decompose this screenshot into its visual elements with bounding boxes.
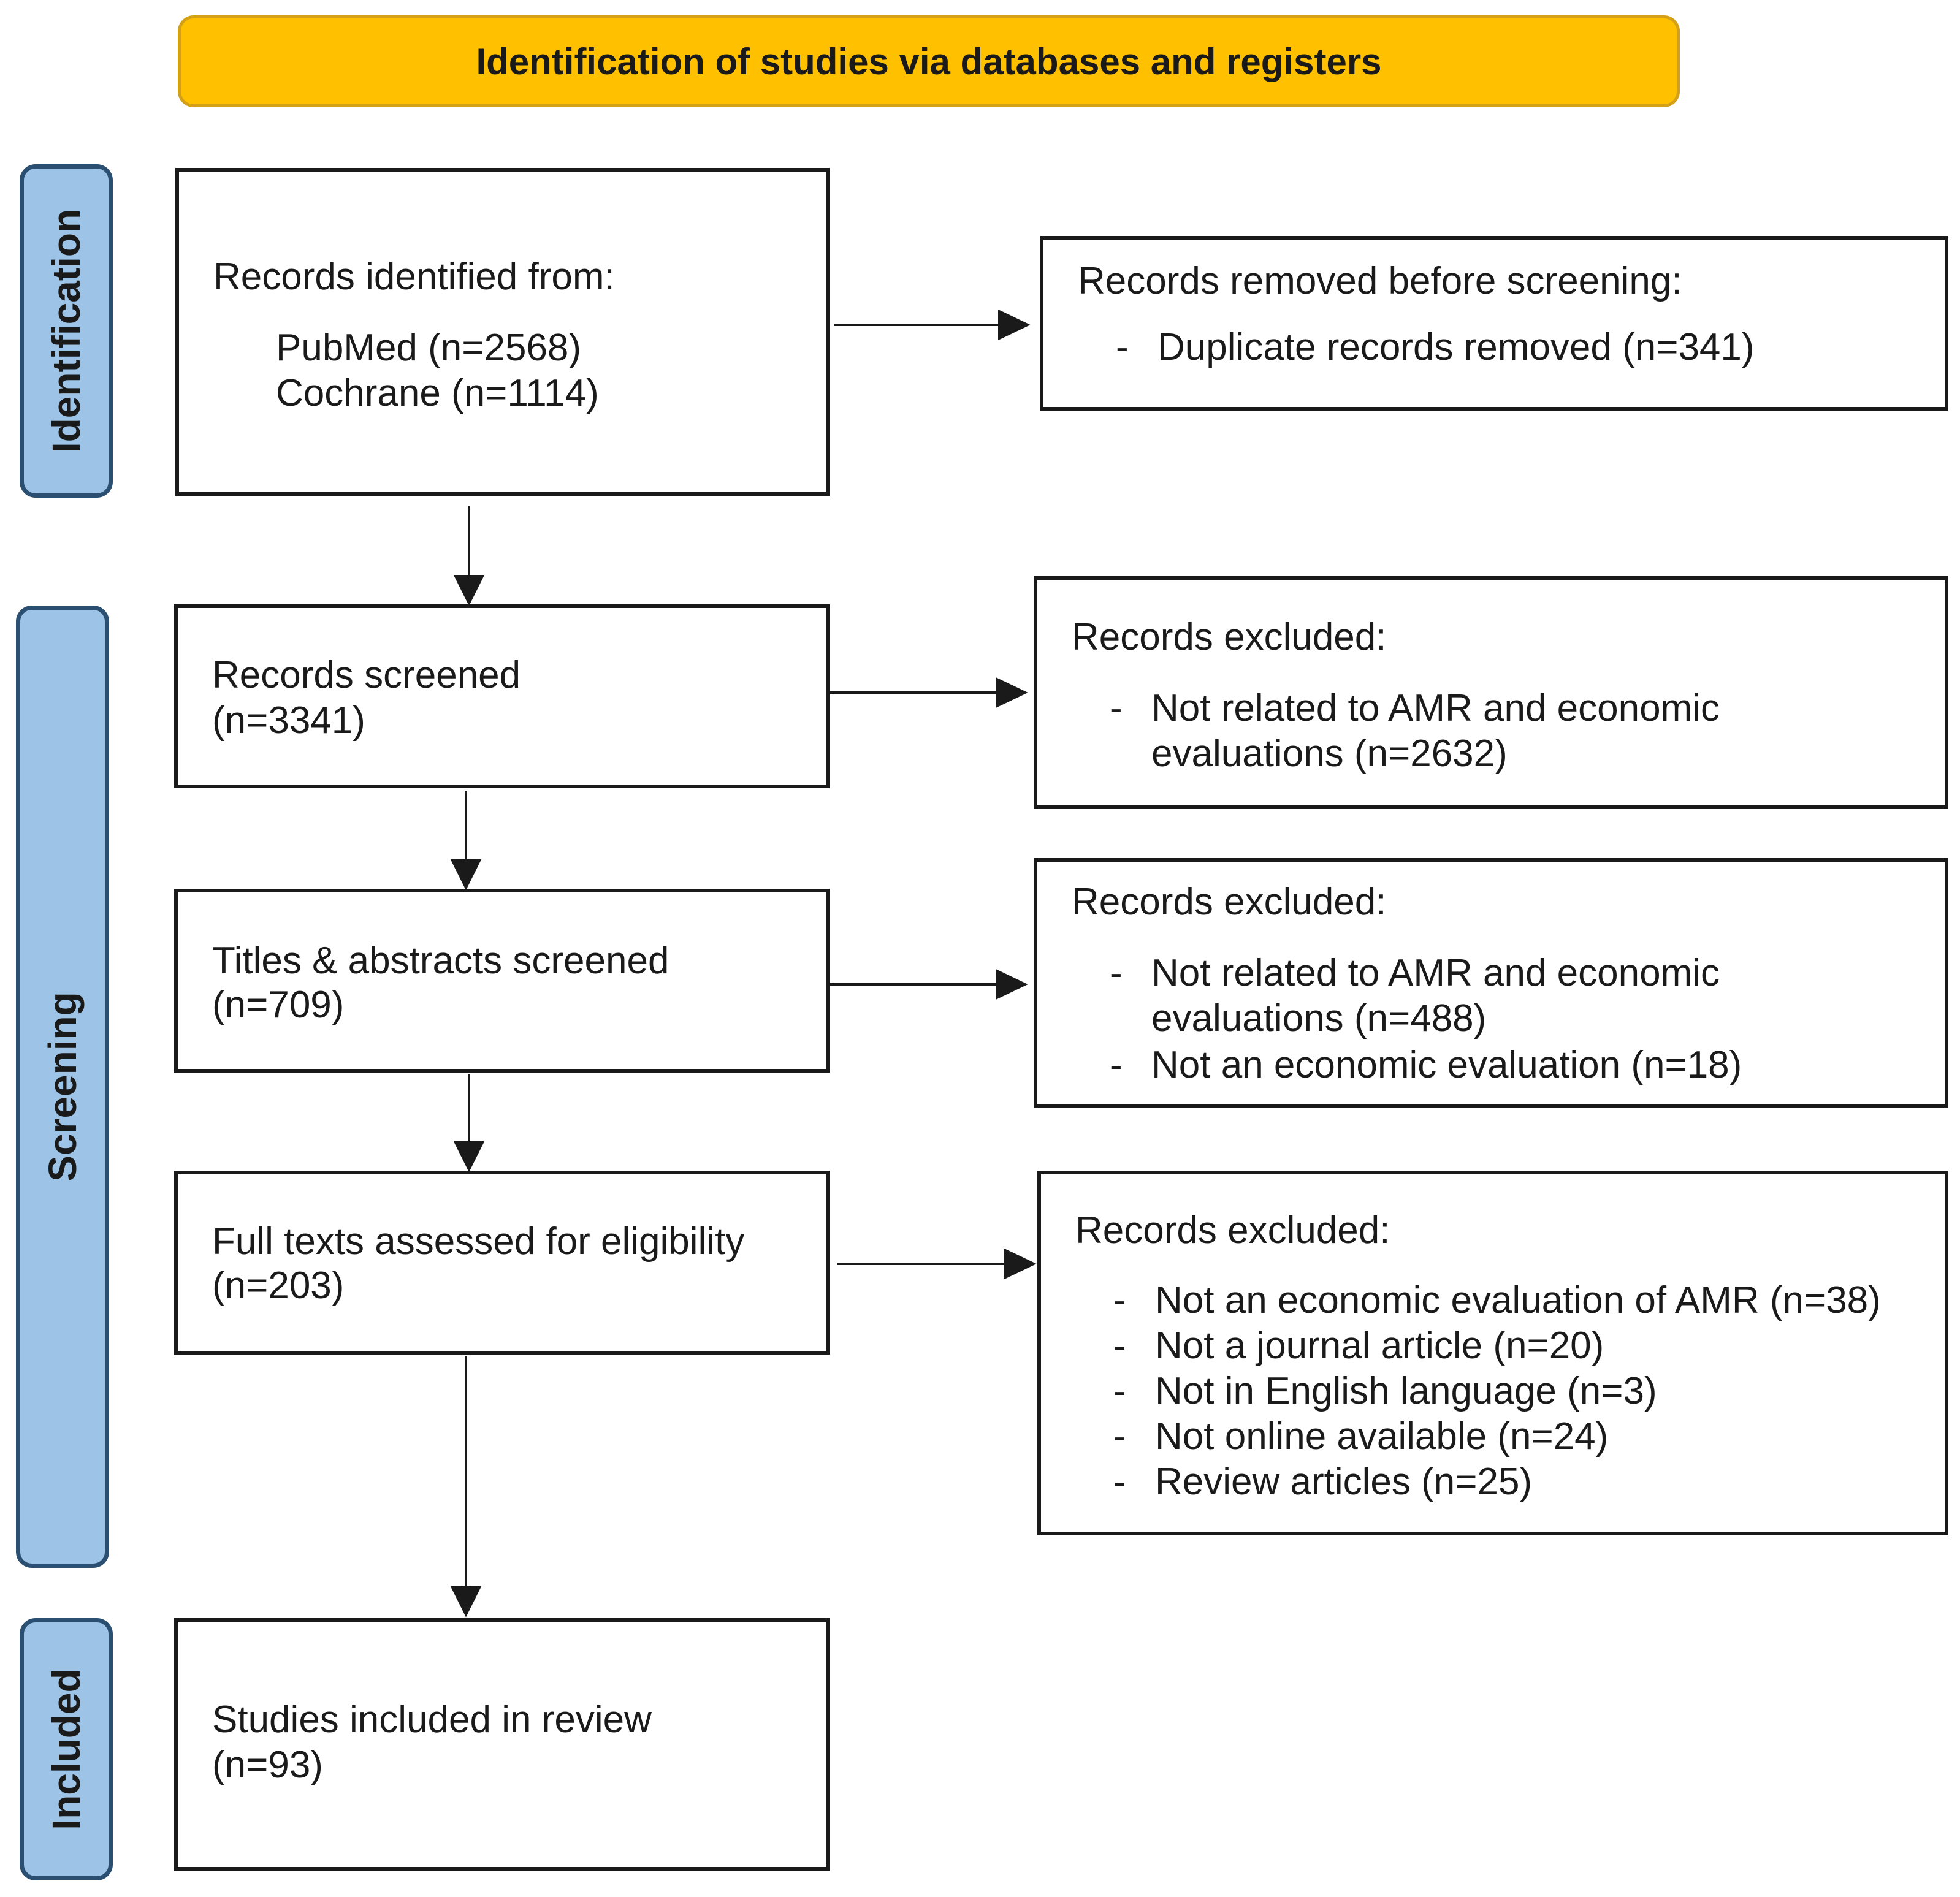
bullet-dash: - — [1113, 1370, 1126, 1412]
bullet-dash: - — [1113, 1461, 1126, 1503]
bullet-dash: - — [1113, 1279, 1126, 1321]
header-banner: Identification of studies via databases … — [178, 15, 1680, 107]
records-identified-box: Records identified from: PubMed (n=2568)… — [175, 168, 830, 496]
studies-included-box: Studies included in review (n=93) — [174, 1618, 830, 1871]
bullet-dash: - — [1110, 687, 1123, 729]
full-texts-box: Full texts assessed for eligibility (n=2… — [174, 1171, 830, 1355]
source-cochrane: Cochrane (n=1114) — [276, 372, 599, 414]
arrowhead-excluded-3 — [1004, 1248, 1037, 1280]
bullet-dash: - — [1110, 952, 1123, 994]
titles-abstracts-box: Titles & abstracts screened (n=709) — [174, 889, 830, 1073]
arrowhead-included — [450, 1586, 482, 1618]
excluded-3-reason-1: Not an economic evaluation of AMR (n=38) — [1155, 1279, 1881, 1321]
records-excluded-2-box: Records excluded: - Not related to AMR a… — [1034, 858, 1948, 1108]
records-identified-title: Records identified from: — [213, 256, 615, 298]
source-pubmed: PubMed (n=2568) — [276, 327, 582, 369]
bullet-dash: - — [1113, 1325, 1126, 1367]
records-excluded-1-title: Records excluded: — [1072, 616, 1387, 658]
arrowhead-excluded-1 — [996, 677, 1028, 709]
arrowhead-full-texts — [453, 1141, 485, 1173]
records-removed-title: Records removed before screening: — [1078, 260, 1682, 302]
titles-abstracts-count: (n=709) — [212, 984, 345, 1026]
excluded-1-reason-line2: evaluations (n=2632) — [1151, 732, 1508, 775]
titles-abstracts-title: Titles & abstracts screened — [212, 940, 669, 982]
records-excluded-2-title: Records excluded: — [1072, 881, 1387, 923]
excluded-3-reason-2: Not a journal article (n=20) — [1155, 1325, 1604, 1367]
arrowhead-excluded-2 — [996, 968, 1028, 1000]
phase-identification: Identification — [20, 164, 113, 498]
excluded-1-reason-line1: Not related to AMR and economic — [1151, 687, 1720, 729]
arrowhead-titles — [450, 859, 482, 891]
records-excluded-3-box: Records excluded: - Not an economic eval… — [1037, 1171, 1948, 1535]
bullet-dash: - — [1113, 1415, 1126, 1458]
excluded-3-reason-4: Not online available (n=24) — [1155, 1415, 1609, 1458]
arrowhead-removed — [998, 309, 1031, 341]
records-screened-count: (n=3341) — [212, 699, 365, 742]
records-excluded-1-box: Records excluded: - Not related to AMR a… — [1034, 576, 1948, 809]
studies-included-title: Studies included in review — [212, 1698, 652, 1741]
excluded-3-reason-5: Review articles (n=25) — [1155, 1461, 1533, 1503]
header-title: Identification of studies via databases … — [476, 40, 1382, 82]
excluded-2-reason-1-line2: evaluations (n=488) — [1151, 997, 1487, 1040]
arrowhead-screened — [453, 575, 485, 606]
excluded-2-reason-2: Not an economic evaluation (n=18) — [1151, 1044, 1742, 1086]
phase-included: Included — [20, 1618, 113, 1880]
records-screened-box: Records screened (n=3341) — [174, 604, 830, 788]
full-texts-count: (n=203) — [212, 1264, 345, 1307]
bullet-dash: - — [1110, 1044, 1123, 1086]
bullet-dash: - — [1116, 326, 1129, 368]
excluded-3-reason-3: Not in English language (n=3) — [1155, 1370, 1657, 1412]
studies-included-count: (n=93) — [212, 1744, 323, 1786]
phase-screening: Screening — [16, 606, 109, 1568]
records-excluded-3-title: Records excluded: — [1075, 1209, 1390, 1252]
records-removed-box: Records removed before screening: - Dupl… — [1040, 236, 1948, 411]
excluded-2-reason-1-line1: Not related to AMR and economic — [1151, 952, 1720, 994]
duplicates-removed: Duplicate records removed (n=341) — [1157, 326, 1755, 368]
full-texts-title: Full texts assessed for eligibility — [212, 1220, 745, 1263]
records-screened-title: Records screened — [212, 654, 521, 696]
